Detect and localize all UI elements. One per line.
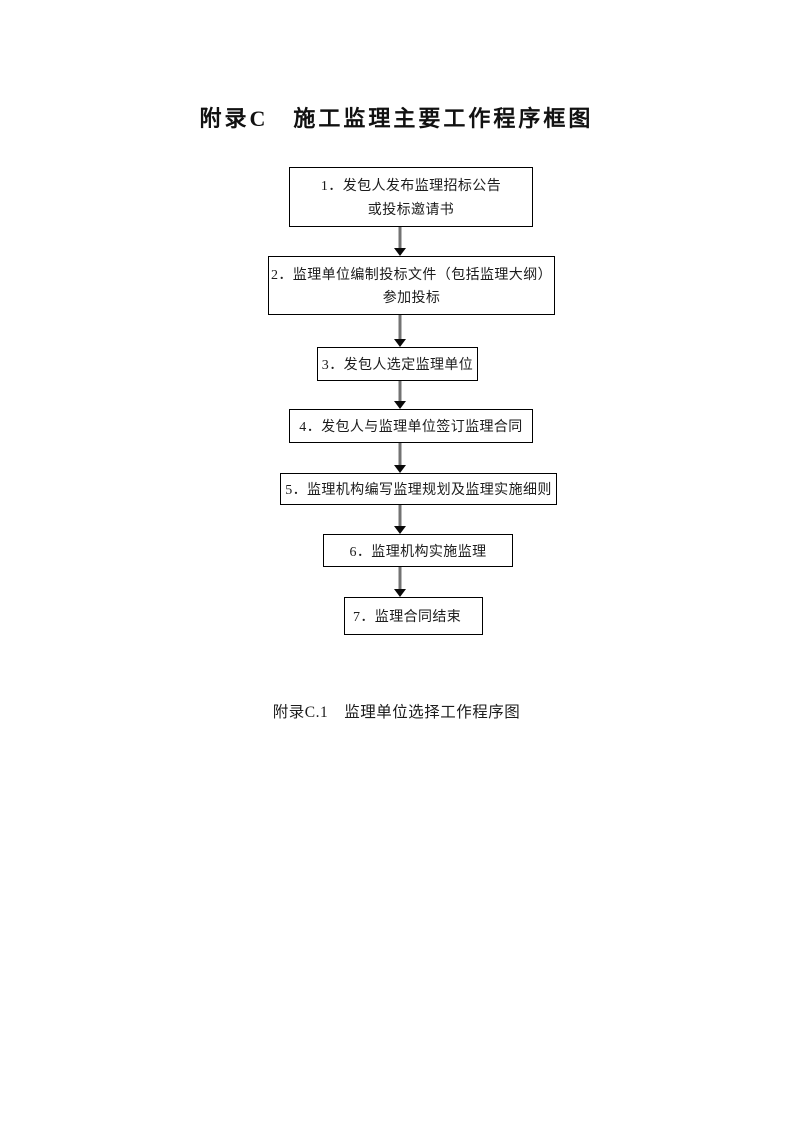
arrow-shaft: [398, 443, 402, 467]
flow-step-4: 4．发包人与监理单位签订监理合同: [289, 409, 533, 443]
flow-arrow-3: [393, 381, 407, 409]
arrow-shaft: [398, 567, 402, 591]
arrow-down-icon: [394, 248, 406, 256]
flow-step-3: 3．发包人选定监理单位: [317, 347, 478, 381]
arrow-shaft: [398, 227, 402, 250]
flow-arrow-1: [393, 227, 407, 256]
arrow-shaft: [398, 381, 402, 403]
arrow-down-icon: [394, 401, 406, 409]
arrow-down-icon: [394, 339, 406, 347]
flow-arrow-2: [393, 315, 407, 347]
flow-arrow-5: [393, 505, 407, 534]
flow-step-6: 6．监理机构实施监理: [323, 534, 513, 567]
flow-step-2: 2．监理单位编制投标文件（包括监理大纲） 参加投标: [268, 256, 555, 315]
arrow-down-icon: [394, 589, 406, 597]
arrow-shaft: [398, 315, 402, 341]
flow-step-2-line-1: 2．监理单位编制投标文件（包括监理大纲）: [271, 267, 552, 283]
flow-step-7: 7．监理合同结束: [344, 597, 483, 635]
flow-step-5: 5．监理机构编写监理规划及监理实施细则: [280, 473, 557, 505]
flow-step-7-line-1: 7．监理合同结束: [353, 610, 462, 625]
figure-caption: 附录C.1 监理单位选择工作程序图: [272, 704, 521, 721]
flow-arrow-4: [393, 443, 407, 473]
flow-step-6-line-1: 6．监理机构实施监理: [349, 544, 487, 560]
flow-step-1-line-1: 1．发包人发布监理招标公告: [320, 179, 502, 194]
flow-step-2-line-2: 参加投标: [382, 291, 441, 307]
flow-step-1: 1．发包人发布监理招标公告 或投标邀请书: [289, 167, 533, 227]
flow-step-1-line-2: 或投标邀请书: [367, 203, 455, 218]
arrow-down-icon: [394, 526, 406, 534]
arrow-down-icon: [394, 465, 406, 473]
flow-step-3-line-1: 3．发包人选定监理单位: [321, 358, 474, 373]
arrow-shaft: [398, 505, 402, 528]
flow-step-4-line-1: 4．发包人与监理单位签订监理合同: [299, 420, 523, 435]
page-title: 附录C 施工监理主要工作程序框图: [199, 106, 594, 131]
flow-step-5-line-1: 5．监理机构编写监理规划及监理实施细则: [285, 483, 552, 498]
flow-arrow-6: [393, 567, 407, 597]
